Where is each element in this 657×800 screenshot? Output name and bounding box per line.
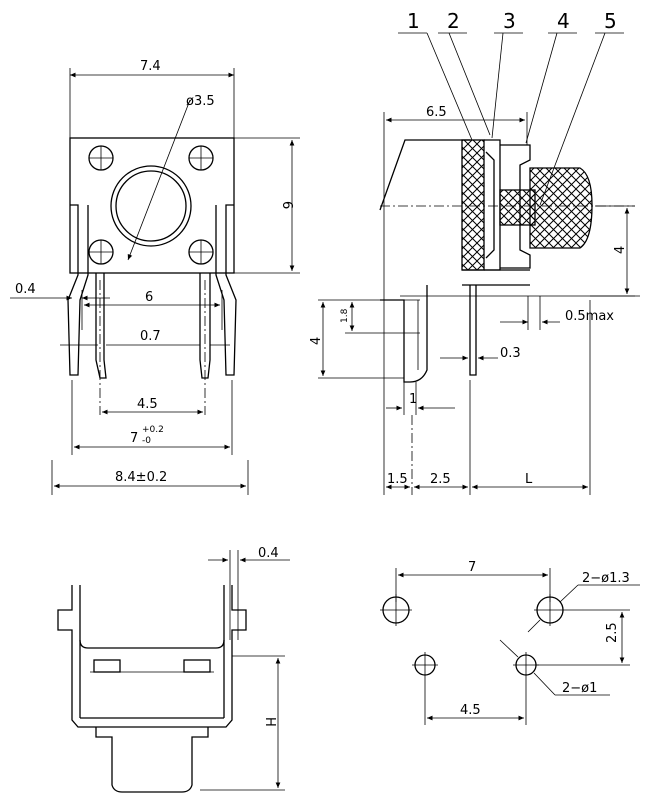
front-pin-width-label: 0.7 [140,329,161,344]
pcb-footprint: 7 2−ø1.3 2.5 2−ø1 4.5 [380,560,640,725]
callout-1: 1 [407,9,420,33]
side-lead-1-label: 1 [409,392,417,407]
front-lead-label: 0.4 [15,282,36,297]
front-span-label: 7 [130,431,138,446]
bottom-view: 0.4 H [57,546,290,793]
front-span-tol-plus: +0.2 [142,425,164,435]
callout-3: 3 [503,9,516,33]
front-width-label: 7.4 [140,59,161,74]
button-circle [110,165,192,247]
hole-small-icons [412,652,539,678]
side-standoff-label: 1.8 [340,308,350,323]
callout-4: 4 [557,9,570,33]
side-lead-len-label: 4 [309,337,324,345]
footprint-pitch-4-5-label: 4.5 [460,703,481,718]
corner-screw-icons [88,145,214,265]
footprint-large-hole-label: 2−ø1.3 [582,571,630,586]
footprint-small-hole-label: 2−ø1 [562,681,597,696]
side-base-1-5-label: 1.5 [387,472,408,487]
bottom-lead-label: 0.4 [258,546,279,561]
footprint-pitch-7-label: 7 [468,560,476,575]
front-pitch-label: 4.5 [137,397,158,412]
callout-2: 2 [447,9,460,33]
side-base-2-5-label: 2.5 [430,472,451,487]
side-body-label: 6.5 [426,105,447,120]
button-dia-label: ø3.5 [186,94,215,109]
front-inner-label: 6 [145,290,153,305]
footprint-pitch-2-5-label: 2.5 [605,622,620,643]
side-height-label: 4 [613,246,628,254]
hole-large-icons [380,594,566,626]
side-lead-width-label: 0.3 [500,346,521,361]
front-height-label: 6 [279,201,294,209]
side-view: 1 2 3 4 5 6.5 4 [309,9,640,495]
bottom-height-label: H [262,717,277,727]
side-length-label: L [525,472,533,487]
front-span-tol-minus: -0 [142,436,151,446]
front-overall-label: 8.4±0.2 [115,470,167,485]
callout-5: 5 [604,9,617,33]
front-view: 7.4 ø3.5 6 0.4 6 [10,59,300,495]
